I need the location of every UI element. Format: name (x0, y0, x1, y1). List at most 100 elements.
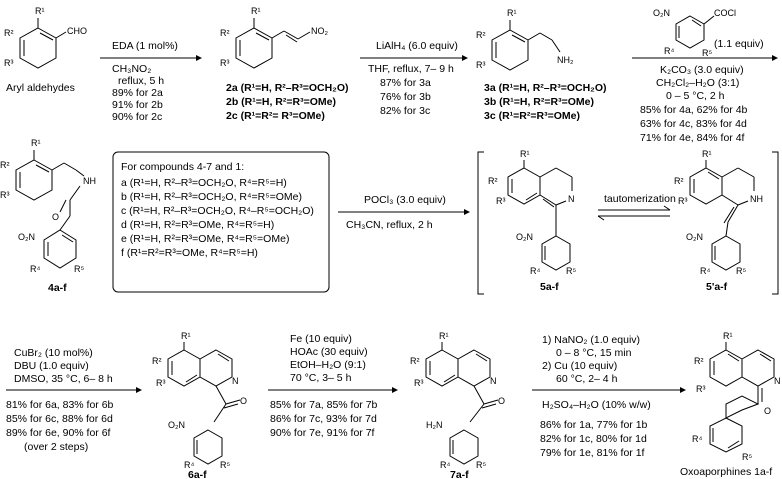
cmpd7-label: 7a-f (450, 469, 469, 479)
step1-condition: reflux, 5 h (118, 75, 164, 87)
step4-condition: POCl₃ (3.0 equiv) (364, 194, 446, 206)
cmpd3-label: 3b (R¹=H, R²=R³=OMe) (484, 96, 594, 108)
cmpd2-label: 2b (R¹=H, R²=R³=OMe) (226, 96, 336, 108)
step3-condition: 0 – 5 °C, 2 h (666, 90, 725, 102)
svg-text:R¹: R¹ (507, 8, 517, 18)
svg-text:R³: R³ (476, 60, 486, 70)
cmpd6-label: 6a-f (188, 469, 207, 479)
reagent-equiv: (1.1 equiv) (714, 38, 764, 50)
pyridine-n-label: N (232, 376, 239, 386)
step1-condition: CH₃NO₂ (112, 63, 151, 75)
svg-text:R²: R² (674, 176, 684, 186)
ketone-o-label: O (240, 396, 247, 406)
legend-line: e (R¹=H, R²=R³=OMe, R⁴=R⁵=OMe) (121, 233, 289, 245)
nitro-label: O₂N (516, 232, 533, 242)
svg-text:R⁴: R⁴ (440, 460, 450, 470)
step7-condition: 60 °C, 2– 4 h (556, 373, 618, 385)
cmpd2-label: 2a (R¹=H, R²–R³=OCH₂O) (226, 82, 349, 94)
step6-condition: Fe (10 equiv) (290, 333, 352, 345)
svg-text:R³: R³ (678, 196, 688, 206)
enamine-nh-label: NH (750, 194, 763, 204)
svg-text:R⁵: R⁵ (74, 264, 84, 274)
step7-condition: 1) NaNO₂ (1.0 equiv) (542, 334, 640, 346)
svg-text:R³: R³ (220, 58, 230, 68)
svg-text:R³: R³ (156, 378, 166, 388)
step2-yield: 76% for 3b (380, 91, 431, 103)
ketone-o-label: O (764, 406, 771, 416)
step5-yield: 89% for 6e, 90% for 6f (6, 427, 111, 439)
svg-text:R¹: R¹ (251, 6, 261, 16)
step2-condition: LiAlH₄ (6.0 equiv) (376, 40, 458, 52)
aryl-aldehyde-structure: R¹ R² R³ CHO (4, 6, 87, 69)
svg-text:R⁴: R⁴ (184, 460, 194, 470)
amino-ketone-structure: R¹ R² R³ N O H₂N R⁴ R⁵ (410, 331, 505, 470)
svg-text:R⁴: R⁴ (664, 46, 674, 56)
nitro-label: O₂N (168, 420, 185, 430)
step5-condition: CuBr₂ (10 mol%) (14, 347, 93, 359)
svg-text:R²: R² (410, 356, 420, 366)
nitro-label: O₂N (18, 232, 35, 242)
cmpd3-label: 3c (R¹=R²=R³=OMe) (484, 110, 580, 122)
svg-text:R¹: R¹ (439, 331, 449, 341)
svg-text:R⁴: R⁴ (692, 434, 702, 444)
legend-line: a (R¹=H, R²–R³=OCH₂O, R⁴=R⁵=H) (121, 177, 287, 189)
tautomerization-label: tautomerization (604, 193, 676, 205)
step3-condition: CH₂Cl₂–H₂O (3:1) (656, 77, 739, 89)
step1-condition: EDA (1 mol%) (112, 40, 178, 52)
imine-n-label: N (568, 194, 575, 204)
cocl-label: COCl (714, 8, 736, 18)
svg-text:R⁴: R⁴ (700, 266, 710, 276)
step3-yield: 71% for 4e, 84% for 4f (640, 132, 745, 144)
carbonyl-o-label: O (52, 212, 59, 222)
legend-title: For compounds 4-7 and 1: (121, 161, 244, 173)
svg-text:R³: R³ (0, 190, 10, 200)
step6-condition: EtOH–H₂O (9:1) (290, 359, 366, 371)
nitro-ketone-structure: R¹ R² R³ N O O₂N R⁴ R⁵ (152, 331, 247, 470)
step5-yield: (over 2 steps) (24, 441, 88, 453)
right-bracket (772, 151, 779, 295)
step3-yield: 85% for 4a, 62% for 4b (640, 104, 748, 116)
svg-text:R²: R² (694, 356, 704, 366)
step1-yield: 89% for 2a (112, 87, 163, 99)
step7-condition: 0 – 8 °C, 15 min (556, 347, 632, 359)
svg-text:R³: R³ (496, 196, 506, 206)
legend-line: f (R¹=R²=R³=OMe, R⁴=R⁵=H) (121, 247, 258, 259)
step5-condition: DBU (1.0 equiv) (14, 360, 89, 372)
phenethylamine-structure: R¹ R² R³ NH₂ (476, 8, 574, 71)
svg-text:R⁵: R⁵ (566, 266, 576, 276)
nitrophenylacetyl-chloride-structure: O₂N COCl R⁴ R⁵ (1.1 equiv) (653, 8, 764, 58)
cmpd5-label: 5a-f (540, 281, 559, 293)
svg-text:R²: R² (152, 356, 162, 366)
pyridine-n-label: N (774, 376, 781, 386)
step5-yield: 85% for 6c, 88% for 6d (6, 413, 113, 425)
amide-structure: R¹ R² R³ NH O O₂N R⁴ R⁵ (0, 138, 96, 274)
step2-condition: THF, reflux, 7– 9 h (368, 63, 454, 75)
nitro-group-label: NO₂ (311, 26, 329, 36)
step5-condition: DMSO, 35 °C, 6– 8 h (14, 373, 113, 385)
step3-condition: K₂CO₃ (3.0 equiv) (660, 64, 744, 76)
step6-yield: 86% for 7c, 93% for 7d (270, 413, 377, 425)
step2-yield: 82% for 3c (380, 105, 430, 117)
svg-text:R⁵: R⁵ (220, 460, 230, 470)
nitrostyrene-structure: R¹ R² R³ NO₂ (220, 6, 329, 69)
amine-label: NH₂ (557, 55, 574, 65)
cmpd2-label: 2c (R¹=R²= R³=OMe) (226, 110, 325, 122)
cmpd5p-label: 5'a-f (706, 281, 728, 293)
legend-line: c (R¹=H, R²–R³=OCH₂O, R⁴–R⁵=OCH₂O) (121, 205, 314, 217)
step7-yield: 79% for 1e, 81% for 1f (540, 447, 645, 459)
dihydroisoquinoline-structure: R¹ R² R³ N O₂N R⁴ R⁵ (488, 149, 576, 276)
start-material-label: Aryl aldehydes (6, 82, 75, 94)
substituent-legend-box (112, 151, 330, 293)
amide-nh-label: NH (83, 176, 96, 186)
svg-text:R¹: R¹ (702, 149, 712, 159)
svg-text:R⁵: R⁵ (702, 48, 712, 58)
nitro-label: O₂N (653, 8, 670, 18)
step6-yield: 85% for 7a, 85% for 7b (270, 399, 378, 411)
svg-text:R⁴: R⁴ (30, 264, 40, 274)
legend-line: b (R¹=H, R²–R³=OCH₂O, R⁴=R⁵=OMe) (121, 191, 302, 203)
step2-yield: 87% for 3a (380, 77, 431, 89)
step3-yield: 63% for 4c, 83% for 4d (640, 118, 747, 130)
r2-label: R² (4, 28, 14, 38)
svg-text:R¹: R¹ (181, 331, 191, 341)
svg-text:R⁵: R⁵ (736, 266, 746, 276)
